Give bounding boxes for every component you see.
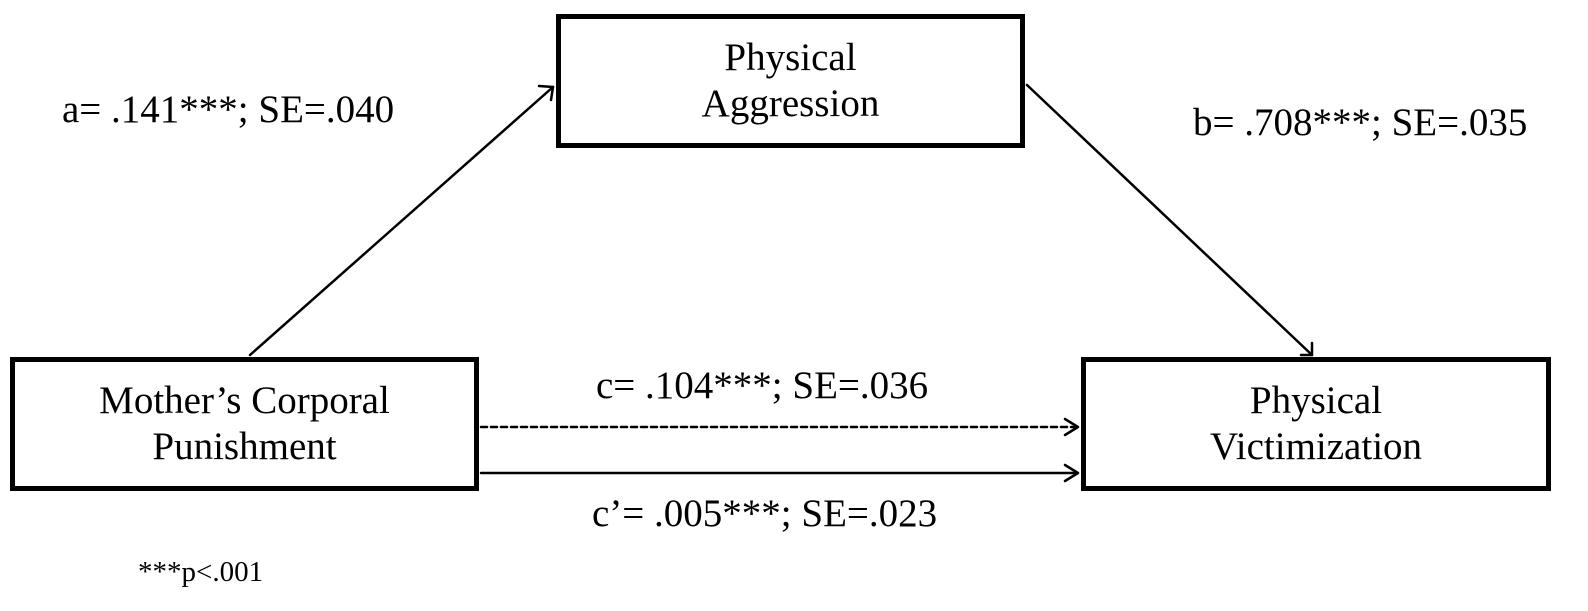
node-label-line: Punishment bbox=[152, 425, 337, 468]
node-label-line: Victimization bbox=[1209, 425, 1423, 468]
path-c-coefficient: c= .104***; SE=.036 bbox=[596, 364, 929, 407]
arrow-c-head bbox=[1063, 417, 1080, 437]
node-label-line: Physical bbox=[1249, 379, 1383, 422]
arrow-a-path bbox=[248, 85, 555, 357]
node-label-line: Physical bbox=[724, 36, 857, 79]
node-mothers-corporal-punishment: Mother’s Corporal Punishment bbox=[10, 357, 479, 491]
significance-note: ***p<.001 bbox=[138, 556, 264, 588]
arrow-a-head bbox=[537, 84, 555, 102]
arrow-c-prime-head bbox=[1063, 463, 1080, 483]
path-a-coefficient: a= .141***; SE=.040 bbox=[62, 88, 395, 131]
path-c-prime-coefficient: c’= .005***; SE=.023 bbox=[592, 492, 938, 535]
node-label-line: Mother’s Corporal bbox=[99, 379, 390, 422]
node-label-line: Aggression bbox=[701, 82, 880, 125]
node-physical-aggression: Physical Aggression bbox=[556, 14, 1025, 148]
arrow-b-path bbox=[1025, 83, 1314, 357]
path-b-coefficient: b= .708***; SE=.035 bbox=[1193, 101, 1528, 144]
node-physical-victimization: Physical Victimization bbox=[1081, 357, 1551, 491]
arrow-b-head bbox=[1299, 341, 1314, 357]
